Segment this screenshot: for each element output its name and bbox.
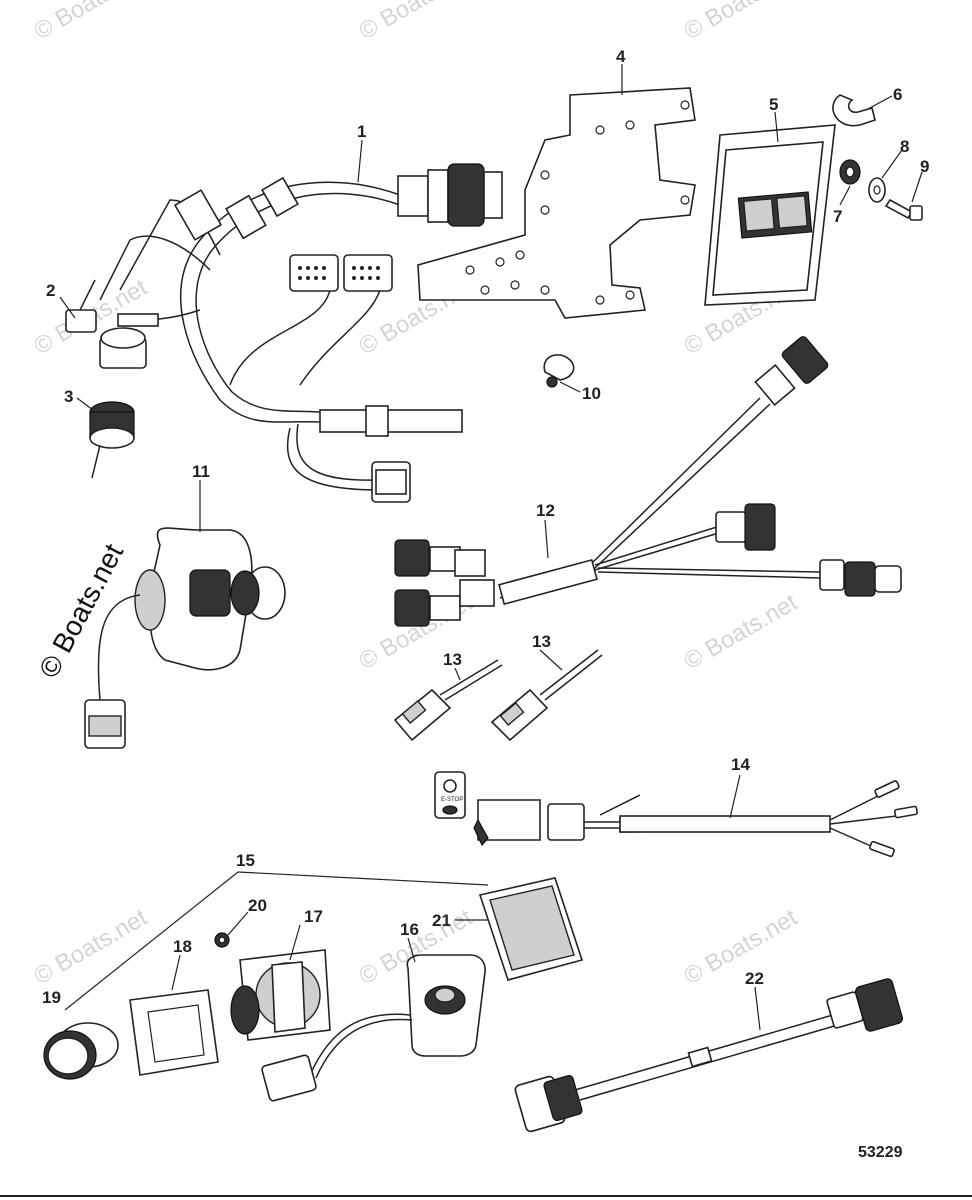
- part-10-clip: [543, 354, 575, 388]
- part-5-control-module: [704, 124, 836, 306]
- callout-4: 4: [616, 47, 626, 66]
- callouts: 1 2 3 4 5 6 7 8 9 10 11 12 13 13 14 15 1…: [42, 47, 929, 1161]
- callout-18: 18: [173, 937, 192, 956]
- callout-15: 15: [236, 851, 255, 870]
- part-9-screw: [884, 198, 923, 221]
- part-13-pigtail-a: [393, 659, 503, 742]
- watermark: © Boats.net: [30, 0, 153, 45]
- callout-20: 20: [248, 896, 267, 915]
- callout-12: 12: [536, 501, 555, 520]
- part-6-clamp: [832, 94, 876, 127]
- callout-6: 6: [893, 85, 902, 104]
- leader-lines: [59, 64, 923, 1031]
- part-17-mounting-plate: [230, 949, 331, 1041]
- part-7-grommet: [839, 159, 861, 185]
- part-14-stop-switch-harness: E-STOP: [434, 771, 919, 858]
- part-22-extension-harness: [514, 978, 904, 1133]
- part-12-y-harness: [394, 336, 902, 627]
- part-19-gauge: [43, 1022, 119, 1080]
- part-20-clip: [214, 932, 230, 948]
- part-11-key-switch: [84, 527, 286, 749]
- part-3-cap: [89, 401, 135, 479]
- watermark: © Boats.net: [680, 0, 803, 45]
- callout-13a: 13: [443, 650, 462, 669]
- callout-14: 14: [731, 755, 750, 774]
- callout-17: 17: [304, 907, 323, 926]
- callout-16: 16: [400, 920, 419, 939]
- reference-number: 53229: [858, 1144, 903, 1161]
- part-4-bracket: [417, 87, 696, 319]
- watermark: © Boats.net: [355, 0, 478, 45]
- callout-5: 5: [769, 95, 778, 114]
- callout-10: 10: [582, 384, 601, 403]
- watermark: © Boats.net: [680, 589, 803, 675]
- callout-22: 22: [745, 969, 764, 988]
- part-13-pigtail-b: [490, 649, 603, 742]
- part-1-wiring-harness: [99, 163, 503, 503]
- callout-7: 7: [833, 207, 842, 226]
- watermark: © Boats.net: [680, 904, 803, 990]
- watermark-side: © Boats.net: [33, 539, 129, 683]
- part-18-gasket: [129, 989, 219, 1076]
- callout-13b: 13: [532, 632, 551, 651]
- callout-19: 19: [42, 988, 61, 1007]
- watermarks: © Boats.net © Boats.net © Boats.net © Bo…: [30, 0, 803, 990]
- watermark: © Boats.net: [30, 904, 153, 990]
- callout-3: 3: [64, 387, 73, 406]
- callout-21: 21: [432, 911, 451, 930]
- callout-9: 9: [920, 157, 929, 176]
- part-21-display: [478, 877, 584, 981]
- callout-2: 2: [46, 281, 55, 300]
- part-16-switch-panel: [261, 954, 486, 1102]
- callout-11: 11: [192, 462, 210, 481]
- callout-1: 1: [357, 122, 366, 141]
- stop-switch-label: E-STOP: [441, 797, 463, 803]
- callout-8: 8: [900, 137, 909, 156]
- part-8-washer: [868, 177, 886, 203]
